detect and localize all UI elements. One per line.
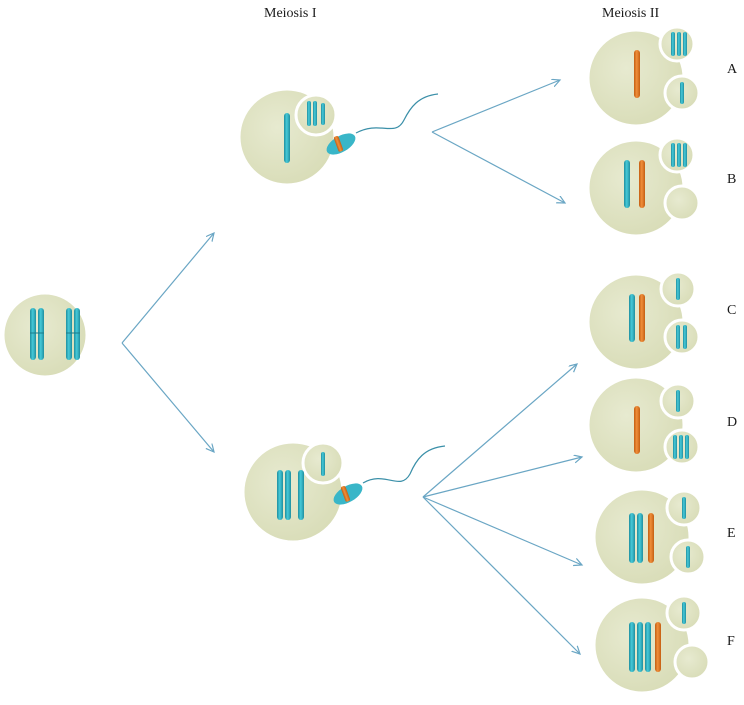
heading-meiosis-2: Meiosis II xyxy=(602,6,660,21)
option-label-C: C xyxy=(727,303,737,318)
arrow-parent-to-bottom xyxy=(121,342,214,452)
arrow-to-E xyxy=(422,496,582,565)
meiosis2-cell-E xyxy=(592,487,707,587)
option-label-D: D xyxy=(727,415,738,430)
arrow-to-C xyxy=(422,364,577,498)
sperm-top xyxy=(326,93,439,155)
meiosis2-cell-F xyxy=(592,594,711,695)
arrows xyxy=(121,80,582,654)
option-label-F: F xyxy=(727,634,735,649)
arrow-to-D xyxy=(422,457,582,498)
parent-cell xyxy=(1,291,89,379)
heading-meiosis-1: Meiosis I xyxy=(264,6,317,21)
sperm-bottom xyxy=(333,445,446,505)
meiosis2-cell-B xyxy=(586,136,701,238)
parent-chromosomes xyxy=(30,308,80,360)
meiosis2-cell-A xyxy=(586,25,701,128)
arrow-to-F xyxy=(422,496,580,654)
meiosis1-top-cell xyxy=(237,87,439,187)
option-label-E: E xyxy=(727,526,736,541)
meiosis1-bottom-cell xyxy=(241,440,446,544)
arrow-to-A xyxy=(431,80,560,133)
option-label-B: B xyxy=(727,172,737,187)
arrow-to-B xyxy=(431,131,565,203)
arrow-parent-to-top xyxy=(121,233,214,344)
meiosis2-cell-C xyxy=(586,270,701,372)
meiosis2-cell-D xyxy=(586,375,701,475)
option-label-A: A xyxy=(727,62,738,77)
